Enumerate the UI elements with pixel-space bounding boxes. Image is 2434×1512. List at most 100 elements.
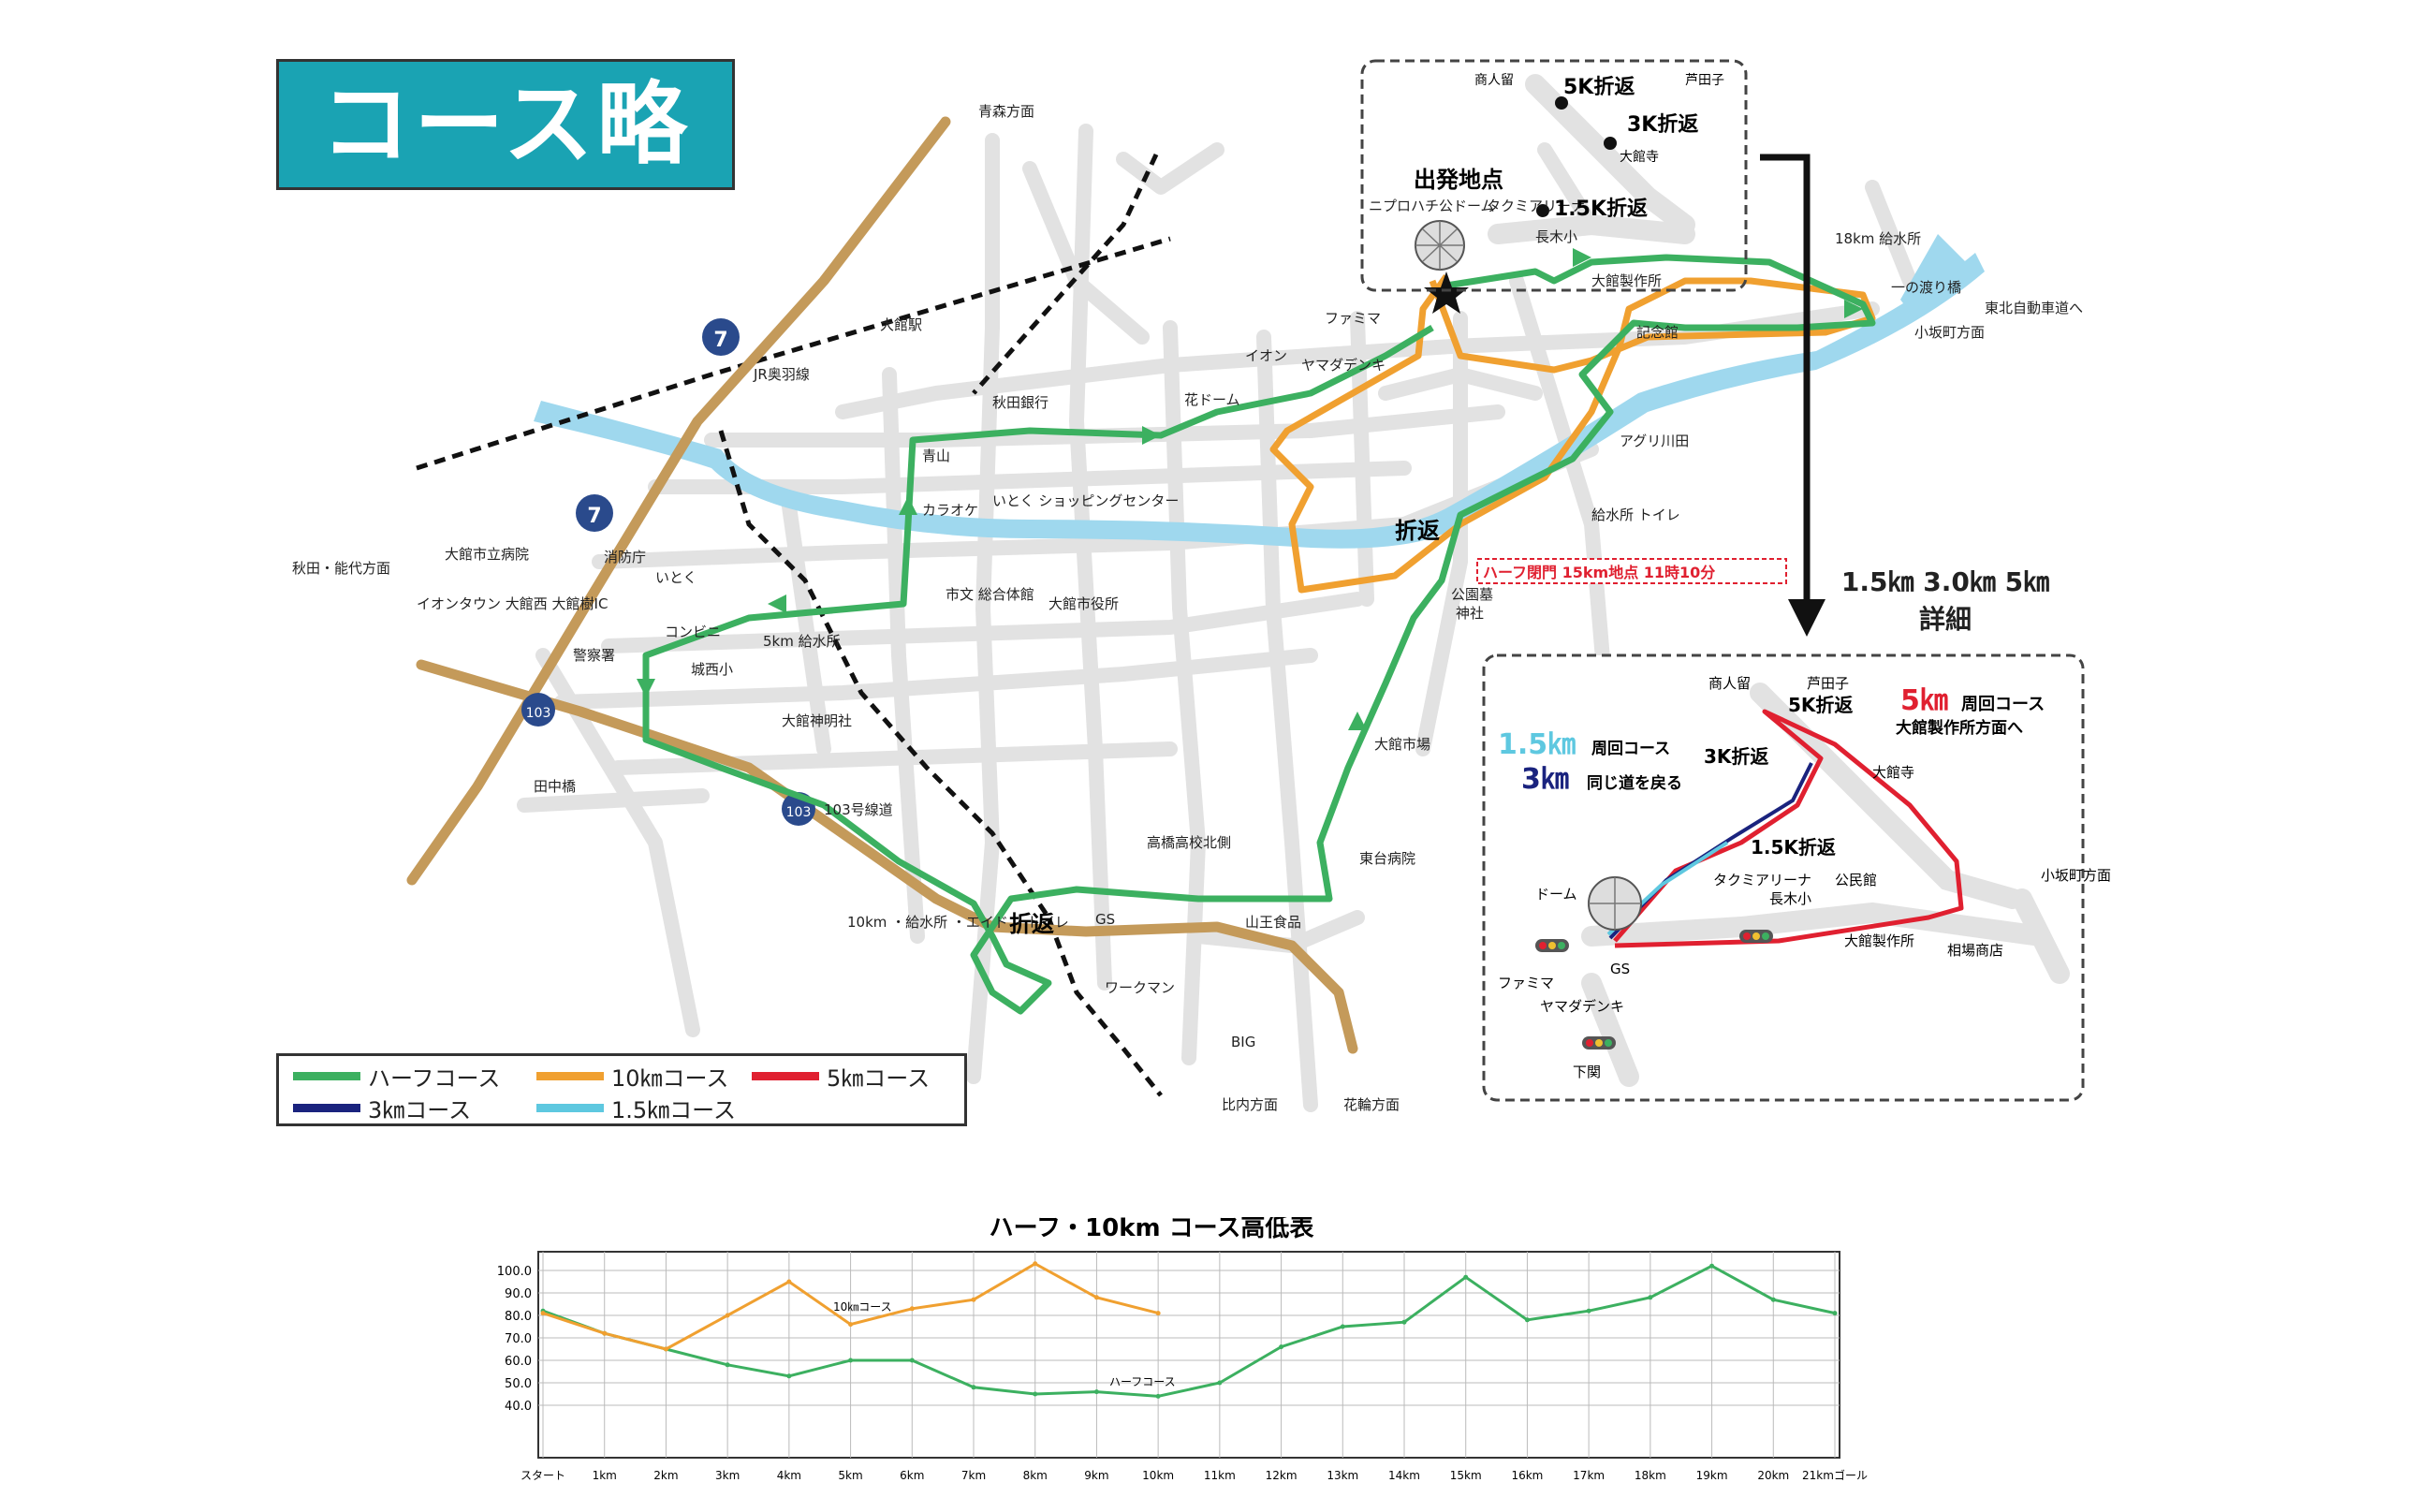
svg-text:タクミアリーナ: タクミアリーナ bbox=[1487, 198, 1585, 214]
svg-text:大館駅: 大館駅 bbox=[880, 316, 922, 333]
three-km-title-sub: 同じ道を戻る bbox=[1587, 773, 1682, 793]
svg-text:警察署: 警察署 bbox=[573, 647, 615, 664]
svg-text:長木小: 長木小 bbox=[1535, 228, 1577, 245]
data-point bbox=[1586, 1308, 1591, 1314]
x-tick-label: 7km bbox=[961, 1469, 986, 1482]
svg-text:山王食品: 山王食品 bbox=[1245, 914, 1301, 931]
start-label: 出発地点 bbox=[1414, 167, 1503, 193]
data-point bbox=[1155, 1393, 1161, 1399]
data-point bbox=[602, 1330, 608, 1336]
legend-label-five: 5㎞コース bbox=[827, 1064, 931, 1092]
x-tick-label: 12km bbox=[1266, 1469, 1298, 1482]
legend-item-half: ハーフコース bbox=[293, 1062, 501, 1092]
x-tick-label: 21kmゴール bbox=[1802, 1468, 1868, 1482]
svg-text:市文 総合体館: 市文 総合体館 bbox=[946, 586, 1034, 603]
detail-caption: 1.5㎞ 3.0㎞ 5㎞ 詳細 bbox=[1833, 562, 2058, 637]
data-point bbox=[786, 1373, 792, 1379]
legend-label-half: ハーフコース bbox=[368, 1064, 501, 1092]
data-point bbox=[540, 1311, 546, 1316]
svg-text:長木小: 長木小 bbox=[1769, 890, 1811, 907]
river-branch bbox=[1900, 234, 1966, 318]
svg-text:GS: GS bbox=[1610, 961, 1630, 977]
ten-km-course bbox=[1269, 273, 1876, 594]
svg-text:東台病院: 東台病院 bbox=[1359, 850, 1415, 867]
svg-text:芦田子: 芦田子 bbox=[1807, 675, 1849, 692]
detail-arrow bbox=[1760, 154, 1811, 599]
data-point bbox=[1033, 1261, 1038, 1267]
svg-text:イオン: イオン bbox=[1245, 347, 1287, 364]
y-tick-label: 80.0 bbox=[505, 1310, 532, 1324]
data-point bbox=[909, 1306, 915, 1312]
svg-text:田中橋: 田中橋 bbox=[534, 778, 576, 795]
x-tick-label: 13km bbox=[1327, 1469, 1358, 1482]
svg-text:公民館: 公民館 bbox=[1835, 872, 1877, 888]
svg-text:カラオケ: カラオケ bbox=[922, 502, 978, 519]
x-tick-label: 16km bbox=[1511, 1469, 1543, 1482]
svg-text:1.5K折返: 1.5K折返 bbox=[1554, 198, 1648, 221]
highways bbox=[406, 116, 1358, 1054]
detail-arrow-head bbox=[1788, 599, 1826, 637]
x-tick-label: 15km bbox=[1450, 1469, 1482, 1482]
legend-swatch-five bbox=[752, 1071, 819, 1080]
svg-text:大館製作所: 大館製作所 bbox=[1591, 272, 1662, 289]
svg-text:JR奥羽線: JR奥羽線 bbox=[753, 366, 810, 383]
data-point bbox=[1524, 1317, 1530, 1323]
data-point bbox=[1832, 1311, 1838, 1316]
detail-turn-labels: 5K折返 3K折返 1.5K折返 bbox=[1704, 694, 1853, 859]
chart-title: ハーフ・10km コース高低表 bbox=[990, 1217, 1315, 1242]
y-tick-label: 90.0 bbox=[505, 1287, 532, 1301]
inset-points bbox=[1536, 96, 1617, 217]
svg-text:7: 7 bbox=[587, 505, 601, 528]
svg-text:公園墓: 公園墓 bbox=[1451, 586, 1493, 603]
svg-text:大館市立病院: 大館市立病院 bbox=[445, 546, 529, 563]
x-tick-label: 20km bbox=[1757, 1469, 1789, 1482]
x-tick-label: 10km bbox=[1142, 1469, 1174, 1482]
svg-text:東北自動車道へ: 東北自動車道へ bbox=[1985, 300, 2083, 316]
svg-text:103: 103 bbox=[786, 805, 812, 820]
series-label-ten: 10㎞コース bbox=[833, 1300, 892, 1314]
x-tick-label: 3km bbox=[715, 1469, 740, 1482]
series-label-half: ハーフコース bbox=[1109, 1375, 1176, 1388]
svg-text:小坂町方面: 小坂町方面 bbox=[2041, 867, 2111, 884]
y-tick-label: 50.0 bbox=[505, 1377, 532, 1391]
svg-text:イオンタウン 大館西 大館樹IC: イオンタウン 大館西 大館樹IC bbox=[417, 595, 608, 612]
data-point bbox=[725, 1313, 730, 1318]
data-point bbox=[971, 1297, 976, 1302]
svg-text:大館寺: 大館寺 bbox=[1872, 764, 1914, 781]
data-point bbox=[1093, 1389, 1099, 1395]
detail-caption-line2: 詳細 bbox=[1918, 604, 1972, 635]
x-tick-label: 1km bbox=[593, 1469, 617, 1482]
svg-text:ファミマ: ファミマ bbox=[1498, 975, 1554, 991]
route-7-shield: 7 7 bbox=[576, 318, 740, 532]
svg-text:3K折返: 3K折返 bbox=[1627, 113, 1698, 137]
svg-text:アグリ川田: アグリ川田 bbox=[1620, 433, 1689, 449]
legend-swatch-one-five bbox=[536, 1103, 604, 1112]
y-tick-label: 70.0 bbox=[505, 1332, 532, 1346]
inset-road bbox=[1488, 74, 1695, 244]
svg-text:大館市場: 大館市場 bbox=[1374, 736, 1430, 753]
svg-text:ファミマ: ファミマ bbox=[1325, 310, 1381, 327]
svg-text:花輪方面: 花輪方面 bbox=[1343, 1096, 1400, 1113]
chart-frame bbox=[537, 1251, 1840, 1459]
data-point bbox=[786, 1279, 792, 1284]
series-line bbox=[542, 1264, 1836, 1398]
svg-text:BIG: BIG bbox=[1231, 1034, 1255, 1050]
detail-dome-icon bbox=[1588, 876, 1642, 931]
legend-item-three: 3㎞コース bbox=[293, 1094, 471, 1123]
one-five-title: 1.5㎞ bbox=[1498, 728, 1576, 761]
turnaround-label-upper: 折返 bbox=[1395, 518, 1440, 544]
data-point bbox=[1155, 1311, 1161, 1316]
svg-text:秋田銀行: 秋田銀行 bbox=[992, 394, 1048, 411]
legend-item-five: 5㎞コース bbox=[752, 1062, 931, 1092]
svg-text:一の渡り橋: 一の渡り橋 bbox=[1891, 279, 1961, 296]
five-km-title-sub: 周回コース bbox=[1961, 695, 2045, 714]
legend-item-one-five: 1.5㎞コース bbox=[536, 1094, 736, 1123]
svg-text:芦田子: 芦田子 bbox=[1685, 73, 1724, 88]
data-point bbox=[1340, 1324, 1345, 1329]
detail-five-km-course bbox=[1613, 709, 1964, 948]
svg-text:ワークマン: ワークマン bbox=[1105, 979, 1175, 996]
svg-text:相場商店: 相場商店 bbox=[1947, 942, 2003, 959]
legend-swatch-three bbox=[293, 1103, 360, 1112]
data-point bbox=[909, 1358, 915, 1363]
